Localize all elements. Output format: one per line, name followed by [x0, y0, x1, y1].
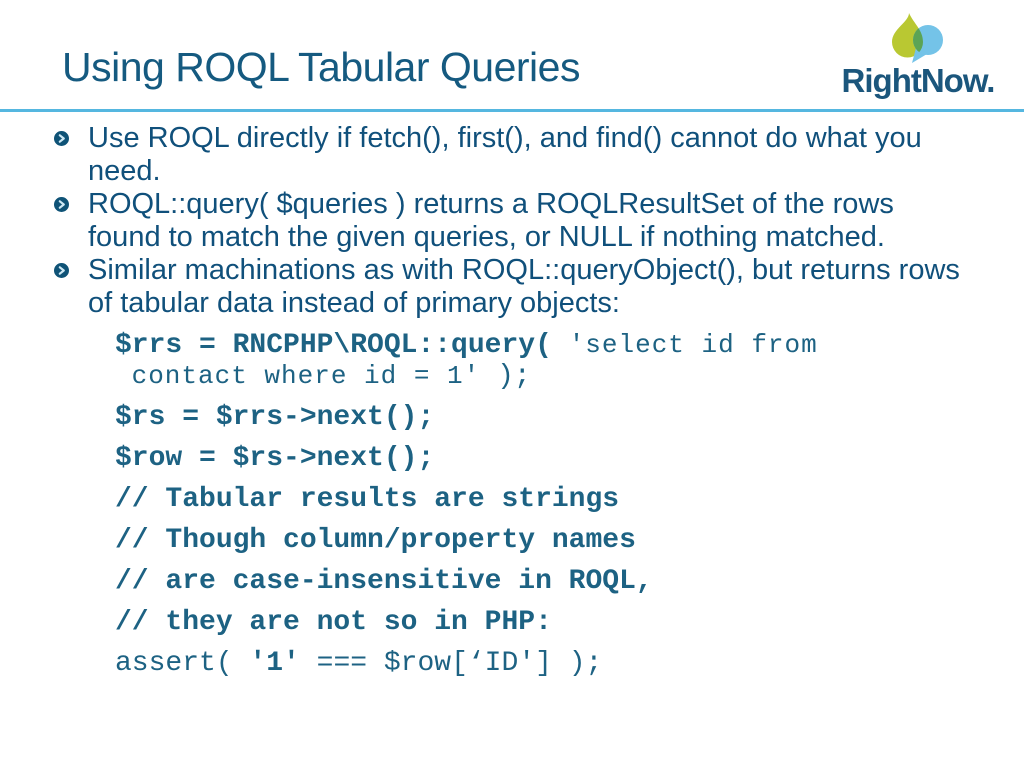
- bullet-text: ROQL::query( $queries ) returns a ROQLRe…: [88, 188, 894, 253]
- code-block: $rrs = RNCPHP\ROQL::query( 'select id fr…: [115, 330, 984, 679]
- logo-mark-icon: [892, 13, 943, 63]
- bullet-text: Use ROQL directly if fetch(), first(), a…: [88, 122, 922, 187]
- bullet-arrow-icon: [54, 131, 69, 146]
- code-line: // Though column/property names: [115, 525, 636, 556]
- code-line: contact where id = 1' );: [115, 361, 531, 392]
- code-line: $rs = $rrs->next();: [115, 402, 435, 433]
- code-line: // they are not so in PHP:: [115, 607, 552, 638]
- header-divider: [0, 109, 1024, 112]
- logo-wordmark: RightNow.: [841, 62, 996, 99]
- bullet-list: Use ROQL directly if fetch(), first(), a…: [54, 122, 984, 320]
- bullet-item: Use ROQL directly if fetch(), first(), a…: [54, 122, 984, 188]
- slide-title: Using ROQL Tabular Queries: [62, 44, 580, 90]
- bullet-arrow-icon: [54, 263, 69, 278]
- code-line: // are case-insensitive in ROQL,: [115, 566, 653, 597]
- rightnow-logo: RightNow.: [828, 12, 1008, 97]
- bullet-item: ROQL::query( $queries ) returns a ROQLRe…: [54, 188, 984, 254]
- code-line: $row = $rs->next();: [115, 443, 435, 474]
- bullet-item: Similar machinations as with ROQL::query…: [54, 254, 984, 320]
- bullet-arrow-icon: [54, 197, 69, 212]
- code-line: $rrs = RNCPHP\ROQL::query( 'select id fr…: [115, 330, 818, 361]
- slide-content: Use ROQL directly if fetch(), first(), a…: [54, 122, 984, 679]
- bullet-text: Similar machinations as with ROQL::query…: [88, 254, 960, 319]
- code-line: assert( '1' === $row[‘ID'] );: [115, 648, 603, 679]
- code-line: // Tabular results are strings: [115, 484, 620, 515]
